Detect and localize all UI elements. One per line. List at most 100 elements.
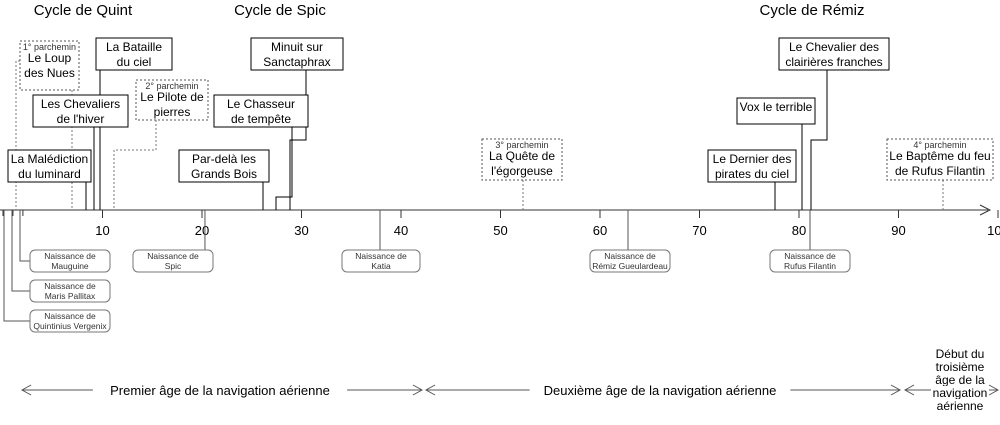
third-age-arrow-right-head	[988, 384, 1000, 396]
third-age-arrow-left-head	[903, 384, 915, 396]
book-title-line: Vox le terrible	[740, 100, 813, 114]
book-box	[250, 37, 344, 71]
book-box	[7, 149, 92, 183]
book-title-line: La Malédiction	[11, 152, 88, 166]
axis-tick-label: 50	[493, 223, 507, 238]
parchment-number: 1° parchemin	[23, 42, 76, 52]
axis-tick-label: 10	[95, 223, 109, 238]
birth-label-line: Rémiz Gueulardeau	[592, 261, 668, 271]
birth-label-line: Katia	[371, 261, 391, 271]
third-age-backing	[931, 386, 989, 399]
book-title-line: La Bataille	[106, 40, 162, 54]
axis-tick-label: 30	[294, 223, 308, 238]
book-connector	[15, 60, 20, 210]
third-age-label-line: aérienne	[937, 399, 984, 413]
birth-label-line: Mauguine	[51, 261, 89, 271]
book-connector	[113, 120, 157, 210]
age-label: Deuxième âge de la navigation aérienne	[544, 383, 777, 398]
birth-label-line: Naissance de	[355, 251, 407, 261]
book-title-line: Le Baptême du feu	[889, 149, 990, 163]
third-age-backing	[931, 399, 989, 412]
axis-tick-label: 20	[195, 223, 209, 238]
birth-label-line: Rufus Filantin	[784, 261, 836, 271]
axis-tick-label: 40	[394, 223, 408, 238]
book-box	[481, 138, 563, 181]
cycle-title: Cycle de Spic	[234, 2, 326, 19]
book-title-line: Le Pilote de	[140, 90, 204, 104]
second-age-arrow-left-head	[424, 384, 436, 396]
axis-tick-label: 90	[891, 223, 905, 238]
third-age-label-line: Début du	[936, 347, 985, 361]
cycle-title: Cycle de Rémiz	[759, 2, 864, 19]
book-title-line: Les Chevaliers	[41, 97, 120, 111]
book-title-line: Le Chevalier des	[789, 40, 879, 54]
birth-label-line: Naissance de	[44, 311, 96, 321]
birth-connector	[19, 210, 30, 262]
book-title-line: Sanctaphrax	[263, 55, 330, 69]
birth-label-line: Spic	[165, 261, 182, 271]
cycle-title: Cycle de Quint	[34, 2, 133, 19]
birth-connector	[11, 210, 30, 292]
third-age-label-line: âge de la	[935, 373, 985, 387]
age-label: Premier âge de la navigation aérienne	[110, 383, 330, 398]
axis-tick-label: 60	[593, 223, 607, 238]
parchment-number: 3° parchemin	[495, 140, 548, 150]
axis-tick-label: 100	[987, 223, 1000, 238]
age-label-backing	[92, 381, 348, 399]
book-box	[736, 97, 816, 125]
book-title-line: pirates du ciel	[715, 167, 789, 181]
book-box	[707, 149, 797, 183]
book-title-line: Le Loup	[28, 51, 72, 65]
birth-label-line: Naissance de	[44, 251, 96, 261]
birth-label-line: Naissance de	[784, 251, 836, 261]
book-box	[32, 94, 129, 128]
book-box	[778, 37, 890, 71]
book-title-line: Par-delà les	[192, 152, 256, 166]
first-age-arrow-right-head	[412, 384, 424, 396]
book-title-line: clairières franches	[785, 55, 882, 69]
parchment-number: 2° parchemin	[145, 81, 198, 91]
birth-label-line: Naissance de	[44, 281, 96, 291]
second-age-arrow-right-head	[890, 384, 902, 396]
birth-box	[29, 279, 111, 303]
third-age-label-line: navigation	[933, 386, 988, 400]
book-box	[178, 149, 270, 183]
birth-label-line: Naissance de	[147, 251, 199, 261]
book-title-line: des Nues	[24, 66, 75, 80]
book-title-line: l'égorgeuse	[491, 164, 553, 178]
birth-box	[29, 309, 111, 333]
birth-box	[29, 249, 111, 273]
book-title-line: de l'hiver	[57, 112, 105, 126]
book-title-line: Le Dernier des	[713, 152, 792, 166]
book-title-line: La Quête de	[489, 149, 555, 163]
book-title-line: du ciel	[117, 55, 152, 69]
book-title-line: Le Chasseur	[227, 97, 295, 111]
book-box	[213, 94, 309, 128]
birth-label-line: Maris Pallitax	[45, 291, 96, 301]
axis-tick-label: 70	[692, 223, 706, 238]
book-box	[135, 79, 209, 121]
book-title-line: pierres	[154, 105, 191, 119]
axis-tick-label: 80	[792, 223, 806, 238]
book-box	[886, 138, 994, 181]
book-connector	[810, 70, 828, 210]
book-title-line: Grands Bois	[191, 167, 257, 181]
book-title-line: de tempête	[231, 112, 291, 126]
birth-label-line: Naissance de	[604, 251, 656, 261]
book-title-line: Minuit sur	[271, 40, 323, 54]
book-connector	[275, 127, 293, 210]
axis-arrow	[979, 204, 992, 216]
book-box	[95, 37, 173, 71]
birth-box	[589, 249, 671, 273]
birth-box	[132, 249, 214, 273]
birth-box	[769, 249, 851, 273]
book-box	[19, 40, 80, 91]
birth-box	[341, 249, 421, 273]
book-title-line: de Rufus Filantin	[895, 164, 985, 178]
third-age-label-line: troisième	[936, 360, 985, 374]
parchment-number: 4° parchemin	[913, 140, 966, 150]
birth-label-line: Quintinius Vergenix	[33, 321, 107, 331]
age-label-backing	[529, 381, 791, 399]
birth-connector	[3, 210, 30, 322]
